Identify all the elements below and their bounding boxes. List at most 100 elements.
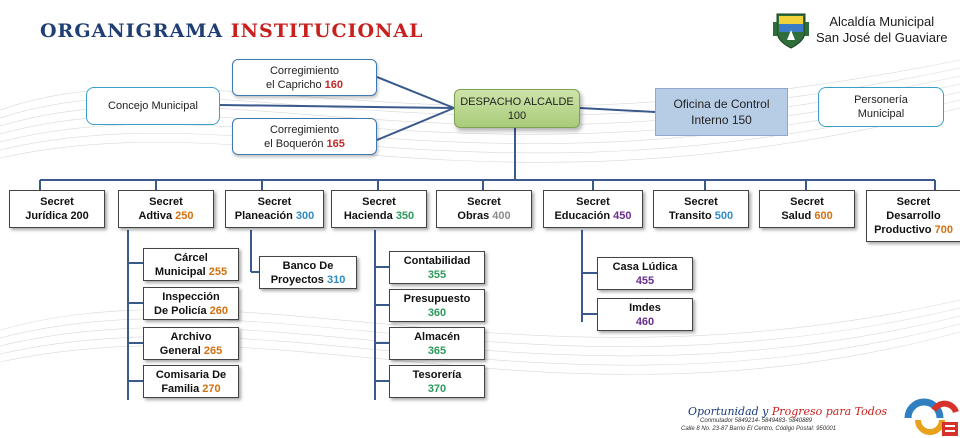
imdes-line-1: Imdes [629, 301, 661, 314]
slogan-part-1: Oportunidad y [688, 405, 769, 418]
banco-line-1: Banco De [282, 259, 334, 272]
entity-line-1: Alcaldía Municipal [829, 14, 935, 29]
banco-line-2: Proyectos 310 [271, 273, 346, 287]
despacho-line-1: DESPACHO ALCALDE [460, 95, 574, 108]
inspeccion-policia-box: Inspección De Policía 260 [143, 287, 239, 320]
secret-adtiva-box: Secret Adtiva 250 [118, 190, 214, 228]
title-part-2: INSTITUCIONAL [230, 20, 424, 42]
title-part-1: ORGANIGRAMA [40, 20, 224, 42]
inspeccion-line-1: Inspección [162, 290, 220, 303]
footer-brand-logo [904, 398, 959, 436]
concejo-label: Concejo Municipal [108, 100, 198, 112]
comisaria-line-1: Comisaria De [155, 368, 227, 381]
despacho-code: 100 [507, 109, 527, 122]
tesoreria-code: 370 [427, 382, 447, 395]
transito-code: 500 [714, 210, 734, 222]
comisaria-name: Familia [161, 382, 200, 395]
desarrollo-line-1: Secret [896, 196, 931, 208]
contabilidad-line-1: Contabilidad [403, 254, 471, 267]
footer-phone: Conmutador 5849214- 5849483- 5840889 [700, 418, 813, 424]
transito-name: Transito [668, 210, 712, 222]
slogan-part-2: Progreso para Todos [771, 405, 888, 418]
imdes-box: Imdes 460 [597, 298, 693, 331]
hacienda-line-1: Secret [362, 196, 396, 208]
archivo-general-box: Archivo General 265 [143, 327, 239, 360]
planeacion-code: 300 [295, 210, 315, 222]
obras-line-2: Obras 400 [457, 209, 510, 223]
adtiva-name: Adtiva [138, 210, 173, 222]
carcel-code: 255 [208, 265, 228, 278]
salud-name: Salud [781, 210, 812, 222]
desarrollo-name: Productivo [874, 224, 932, 236]
inspeccion-code: 260 [209, 304, 228, 317]
control-interno-box: Oficina de Control Interno 150 [655, 88, 788, 136]
adtiva-code: 250 [175, 210, 194, 222]
juridica-line-2: Jurídica 200 [25, 210, 89, 222]
inspeccion-name: De Policía [154, 304, 207, 317]
entity-name: Alcaldía Municipal San José del Guaviare [816, 14, 948, 46]
banco-name: Proyectos [270, 273, 324, 286]
carcel-name: Municipal [154, 265, 206, 278]
planeacion-line-1: Secret [257, 196, 292, 208]
educacion-name: Educación [554, 210, 611, 222]
carcel-line-1: Cárcel [174, 251, 208, 264]
comisaria-line-2: Familia 270 [161, 382, 220, 396]
planeacion-line-2: Planeación 300 [235, 209, 315, 223]
educacion-line-1: Secret [576, 196, 610, 208]
archivo-code: 265 [203, 344, 223, 357]
tesoreria-line-1: Tesorería [412, 368, 462, 381]
adtiva-line-2: Adtiva 250 [138, 209, 193, 223]
control-line-2: Interno 150 [691, 113, 752, 127]
contabilidad-box: Contabilidad 355 [389, 251, 485, 284]
presupuesto-code: 360 [427, 306, 447, 319]
casa-ludica-code: 455 [635, 274, 655, 287]
almacen-code: 365 [427, 344, 447, 357]
secret-obras-box: Secret Obras 400 [436, 190, 532, 228]
juridica-line-1: Secret [40, 196, 74, 208]
salud-line-2: Salud 600 [781, 209, 832, 223]
inspeccion-line-2: De Policía 260 [154, 304, 228, 318]
secret-juridica-box: Secret Jurídica 200 [9, 190, 105, 228]
despacho-alcalde-box: DESPACHO ALCALDE 100 [454, 89, 580, 128]
secret-educacion-box: Secret Educación 450 [543, 190, 643, 228]
imdes-code: 460 [635, 315, 655, 328]
secret-transito-box: Secret Transito 500 [653, 190, 749, 228]
boqueron-line-2: el Boquerón 165 [264, 137, 345, 151]
desarrollo-line-3: Productivo 700 [874, 223, 953, 237]
obras-name: Obras [457, 210, 490, 222]
desarrollo-code: 700 [934, 224, 953, 236]
footer-slogan: Oportunidad y Progreso para Todos [688, 405, 887, 418]
concejo-municipal-box: Concejo Municipal [86, 87, 220, 125]
personeria-line-2: Municipal [857, 108, 905, 120]
obras-line-1: Secret [467, 196, 501, 208]
salud-line-1: Secret [790, 196, 824, 208]
hacienda-name: Hacienda [343, 210, 393, 222]
tesoreria-box: Tesorería 370 [389, 365, 485, 398]
capricho-line-1: Corregimiento [269, 64, 340, 77]
transito-line-1: Secret [684, 196, 718, 208]
casa-ludica-line-1: Casa Lúdica [612, 260, 678, 273]
capricho-line-2: el Capricho 160 [266, 78, 343, 92]
banco-code: 310 [326, 273, 346, 286]
boqueron-code: 165 [326, 137, 345, 150]
secret-hacienda-box: Secret Hacienda 350 [331, 190, 427, 228]
personeria-line-1: Personería [854, 94, 908, 106]
salud-code: 600 [814, 210, 833, 222]
boqueron-name: el Boquerón [264, 137, 324, 150]
secret-salud-box: Secret Salud 600 [759, 190, 855, 228]
capricho-code: 160 [324, 78, 344, 91]
page-title: ORGANIGRAMA INSTITUCIONAL [40, 20, 423, 42]
capricho-name: el Capricho [265, 78, 322, 91]
desarrollo-line-2: Desarrollo [886, 210, 941, 222]
secret-planeacion-box: Secret Planeación 300 [225, 190, 324, 228]
personeria-box: Personería Municipal [818, 87, 944, 127]
entity-line-2: San José del Guaviare [816, 30, 948, 45]
hacienda-code: 350 [395, 210, 415, 222]
comisaria-code: 270 [202, 382, 221, 395]
archivo-name: General [159, 344, 201, 357]
municipal-crest-logo [773, 13, 809, 49]
transito-line-2: Transito 500 [669, 209, 733, 223]
almacen-box: Almacén 365 [389, 327, 485, 360]
boqueron-line-1: Corregimiento [269, 123, 340, 136]
